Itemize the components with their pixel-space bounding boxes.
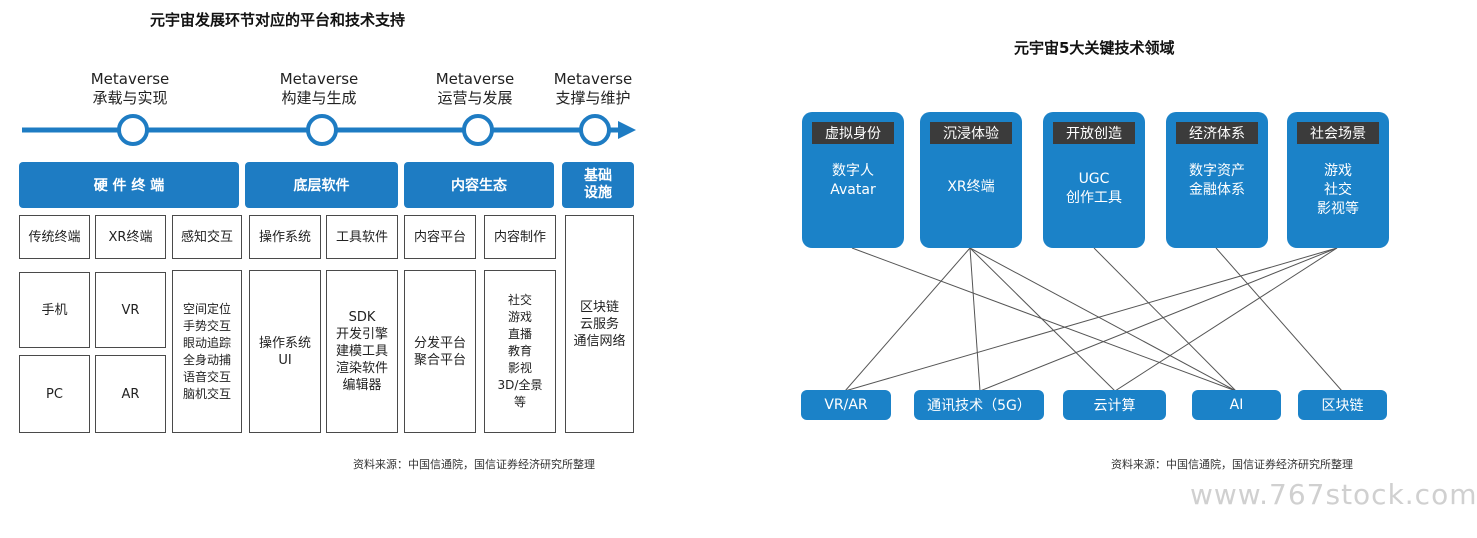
detail-box: 空间定位 手势交互 眼动追踪 全身动捕 语音交互 脑机交互 — [172, 270, 242, 433]
card-tag: 经济体系 — [1176, 122, 1258, 144]
header-software: 底层软件 — [245, 162, 398, 208]
tech-pill: VR/AR — [801, 390, 891, 420]
category-box: 内容平台 — [404, 215, 476, 259]
detail-box: VR — [95, 272, 166, 348]
right-title: 元宇宙5大关键技术领域 — [1014, 39, 1175, 57]
detail-box: 分发平台 聚合平台 — [404, 270, 476, 433]
detail-box: SDK 开发引擎 建模工具 渲染软件 编辑器 — [326, 270, 398, 433]
card-body: 数字资产 金融体系 — [1189, 163, 1245, 198]
card-tag: 虚拟身份 — [812, 122, 894, 144]
card-body: XR终端 — [947, 179, 995, 195]
tech-pill: 云计算 — [1063, 390, 1166, 420]
domain-card: 开放创造 UGC 创作工具 — [1043, 112, 1145, 248]
stage-label: Metaverse 承载与实现 — [90, 70, 170, 107]
tech-pill: 区块链 — [1298, 390, 1387, 420]
card-tag: 开放创造 — [1053, 122, 1135, 144]
timeline-node — [117, 114, 149, 146]
category-box: 工具软件 — [326, 215, 398, 259]
card-body: UGC 创作工具 — [1066, 171, 1122, 206]
detail-box: 区块链 云服务 通信网络 — [565, 215, 634, 433]
domain-card: 虚拟身份 数字人 Avatar — [802, 112, 904, 248]
category-box: 感知交互 — [172, 215, 242, 259]
header-hardware: 硬 件 终 端 — [19, 162, 239, 208]
header-infra: 基础 设施 — [562, 162, 634, 208]
category-box: XR终端 — [95, 215, 166, 259]
detail-box: 手机 — [19, 272, 90, 348]
card-body: 游戏 社交 影视等 — [1317, 163, 1359, 217]
tech-pill: 通讯技术（5G） — [914, 390, 1044, 420]
stage-label: Metaverse 构建与生成 — [279, 70, 359, 107]
stage-label: Metaverse 运营与发展 — [435, 70, 515, 107]
detail-box: AR — [95, 355, 166, 433]
detail-box: PC — [19, 355, 90, 433]
domain-card: 社会场景 游戏 社交 影视等 — [1287, 112, 1389, 248]
detail-box: 操作系统 UI — [249, 270, 321, 433]
left-title: 元宇宙发展环节对应的平台和技术支持 — [150, 11, 406, 29]
timeline-node — [579, 114, 611, 146]
category-box: 内容制作 — [484, 215, 556, 259]
category-box: 操作系统 — [249, 215, 321, 259]
card-body: 数字人 Avatar — [830, 163, 876, 198]
domain-card: 经济体系 数字资产 金融体系 — [1166, 112, 1268, 248]
timeline-node — [306, 114, 338, 146]
category-box: 传统终端 — [19, 215, 90, 259]
tech-pill: AI — [1192, 390, 1281, 420]
header-content: 内容生态 — [404, 162, 554, 208]
left-source: 资料来源：中国信通院，国信证券经济研究所整理 — [353, 458, 595, 471]
right-source: 资料来源：中国信通院，国信证券经济研究所整理 — [1111, 458, 1353, 471]
domain-card: 沉浸体验 XR终端 — [920, 112, 1022, 248]
card-tag: 沉浸体验 — [930, 122, 1012, 144]
card-tag: 社会场景 — [1297, 122, 1379, 144]
watermark: www.767stock.com — [1190, 478, 1477, 511]
timeline-node — [462, 114, 494, 146]
timeline-arrow — [22, 114, 636, 146]
stage-label: Metaverse 支撑与维护 — [553, 70, 633, 107]
detail-box: 社交 游戏 直播 教育 影视 3D/全景 等 — [484, 270, 556, 433]
